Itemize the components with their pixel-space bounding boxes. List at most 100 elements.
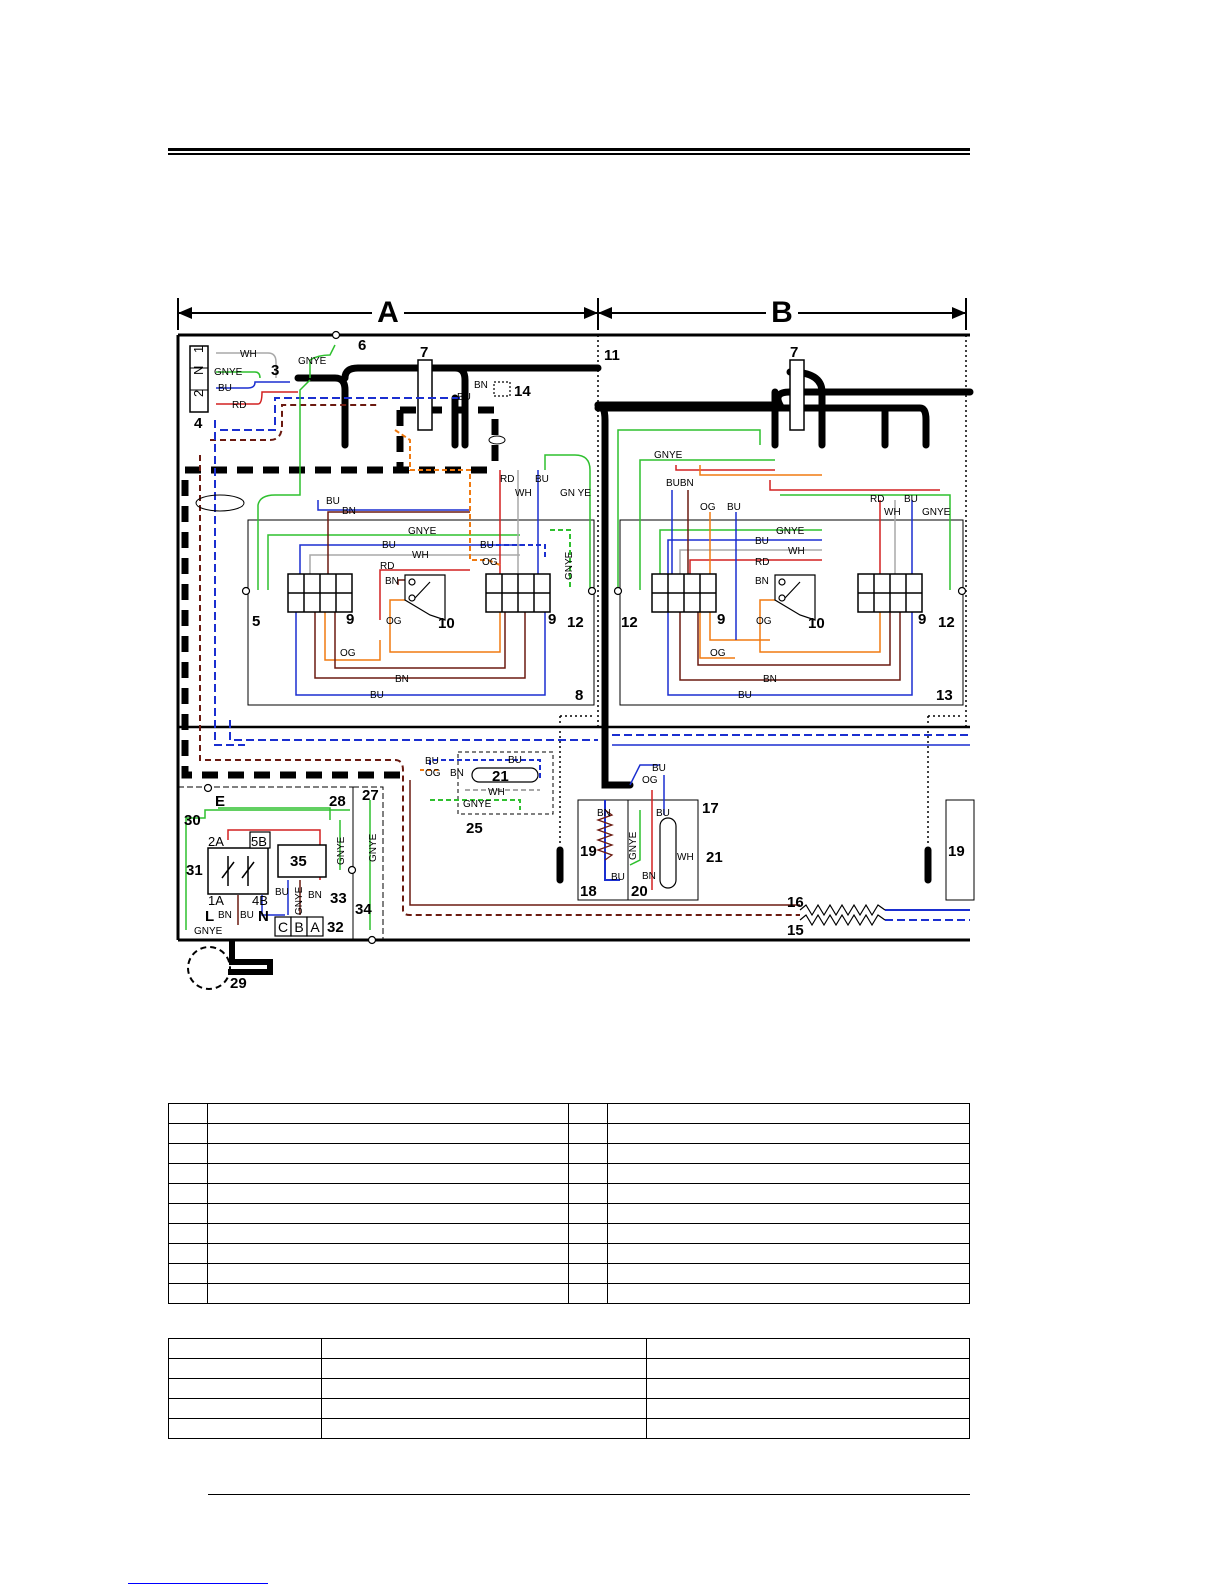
svg-text:BU: BU: [904, 494, 918, 505]
section-arrowheads: [178, 307, 966, 319]
wire-code-labels: WH GNYE BU RD GNYE BN BU BU BN GNYE BU W…: [194, 349, 951, 937]
label-28: 28: [329, 793, 346, 810]
svg-text:BU: BU: [480, 540, 494, 551]
svg-text:BU: BU: [652, 763, 666, 774]
terminal-pin-1: 1: [191, 346, 206, 353]
diagram-frame: [176, 333, 975, 942]
label-21-a: 21: [492, 768, 509, 785]
svg-text:WH: WH: [515, 488, 532, 499]
svg-text:WH: WH: [240, 349, 257, 360]
svg-text:BU: BU: [535, 474, 549, 485]
term-l: L: [205, 908, 214, 925]
svg-text:GNYE: GNYE: [776, 526, 805, 537]
label-17: 17: [702, 800, 719, 817]
svg-text:RD: RD: [755, 557, 769, 568]
terminal-5b-box: [249, 831, 271, 849]
svg-text:BN: BN: [385, 576, 399, 587]
svg-text:OG: OG: [700, 502, 716, 513]
wire-color-legend-table: [168, 1338, 970, 1439]
wiring-diagram: A B: [176, 296, 975, 992]
table-row: [168, 1358, 970, 1379]
connector-block-b-left: [651, 573, 717, 613]
label-9-a2: 9: [548, 611, 556, 628]
svg-text:BU: BU: [370, 690, 384, 701]
svg-text:RD: RD: [232, 400, 246, 411]
term-4b: 4B: [252, 893, 268, 908]
svg-text:WH: WH: [788, 546, 805, 557]
footer-link[interactable]: [128, 1583, 268, 1584]
label-12-a: 12: [567, 614, 584, 631]
svg-text:BU: BU: [382, 540, 396, 551]
power-cord-lead: [228, 940, 273, 975]
svg-text:GNYE: GNYE: [408, 526, 437, 537]
svg-text:GNYE: GNYE: [336, 836, 347, 865]
svg-text:OG: OG: [425, 768, 441, 779]
table-row: [168, 1338, 970, 1359]
svg-text:BU: BU: [738, 690, 752, 701]
heater-16: [799, 903, 886, 917]
label-29: 29: [230, 975, 247, 992]
svg-text:BU: BU: [727, 502, 741, 513]
svg-text:RD: RD: [380, 561, 394, 572]
connector-block-a-left: [287, 573, 353, 613]
svg-text:BN: BN: [642, 871, 656, 882]
svg-text:RD: RD: [500, 474, 514, 485]
label-6: 6: [358, 337, 366, 354]
table-row: [168, 1143, 970, 1164]
label-12-b: 12: [621, 614, 638, 631]
svg-text:GNYE: GNYE: [628, 831, 639, 860]
terminal-pin-2: 2: [191, 390, 206, 397]
label-9-b2: 9: [918, 611, 926, 628]
wires-section-b: [604, 429, 970, 890]
label-32: 32: [327, 919, 344, 936]
section-label-b: B: [771, 296, 793, 329]
svg-text:BN: BN: [395, 674, 409, 685]
label-30: 30: [184, 812, 201, 829]
svg-text:BU: BU: [611, 872, 625, 883]
term-1a: 1A: [208, 893, 224, 908]
svg-text:BN: BN: [450, 768, 464, 779]
heater-19: [596, 809, 614, 861]
label-9-b1: 9: [717, 611, 725, 628]
table-row: [168, 1223, 970, 1244]
harness-tie-b: [488, 435, 506, 445]
terminal-pin-n: N: [191, 366, 206, 375]
section-label-a: A: [377, 296, 399, 329]
table-row: [168, 1263, 970, 1284]
svg-text:OG: OG: [642, 775, 658, 786]
svg-text:BU: BU: [508, 755, 522, 766]
svg-text:OG: OG: [386, 616, 402, 627]
component-legend-table: [168, 1103, 970, 1304]
lamp-21-b: [659, 817, 677, 889]
table-row: [168, 1203, 970, 1224]
plug-pin-b: B: [294, 919, 303, 935]
label-7-b: 7: [790, 344, 798, 361]
svg-text:OG: OG: [340, 648, 356, 659]
svg-text:OG: OG: [482, 557, 498, 568]
label-35: 35: [290, 853, 307, 870]
label-18: 18: [580, 883, 597, 900]
svg-text:BUBN: BUBN: [666, 478, 694, 489]
label-12-c: 12: [938, 614, 955, 631]
svg-text:BN: BN: [342, 506, 356, 517]
module-35: [277, 844, 327, 878]
header-rule-top: [168, 148, 970, 151]
svg-text:BN: BN: [763, 674, 777, 685]
cable-clamp-b: [789, 359, 805, 431]
svg-text:BU: BU: [240, 910, 254, 921]
label-16: 16: [787, 894, 804, 911]
label-15: 15: [787, 922, 804, 939]
term-5b: 5B: [251, 834, 267, 849]
footer-rule: [208, 1494, 970, 1495]
svg-text:RD: RD: [870, 494, 884, 505]
lamp-21-a: [471, 767, 539, 783]
term-e: E: [215, 793, 225, 810]
label-25: 25: [466, 820, 483, 837]
wires-supply: [185, 800, 371, 930]
table-row: [168, 1398, 970, 1419]
power-cord-29: [187, 946, 231, 990]
switch-10-b: [774, 574, 816, 621]
svg-text:GNYE: GNYE: [922, 507, 951, 518]
label-5: 5: [252, 613, 260, 630]
table-row: [168, 1418, 970, 1439]
